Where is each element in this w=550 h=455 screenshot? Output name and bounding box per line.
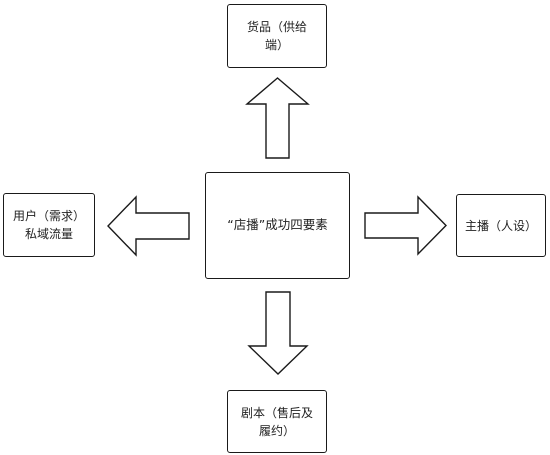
- arrow-up: [245, 77, 310, 159]
- node-users: 用户（需求） 私域流量: [3, 193, 95, 257]
- node-script: 剧本（售后及 履约）: [227, 390, 327, 453]
- node-goods-label: 货品（供给 端）: [246, 20, 307, 52]
- arrow-right: [364, 195, 447, 256]
- node-script-label: 剧本（售后及 履约）: [240, 405, 313, 438]
- arrow-down: [247, 291, 309, 375]
- node-host: 主播（人设）: [456, 194, 546, 257]
- node-host-label: 主播（人设）: [464, 218, 537, 233]
- node-users-label: 用户（需求） 私域流量: [12, 209, 85, 241]
- arrow-left: [107, 195, 190, 257]
- node-goods: 货品（供给 端）: [227, 4, 327, 68]
- node-center-label: “店播”成功四要素: [227, 217, 328, 233]
- node-center: “店播”成功四要素: [205, 172, 350, 279]
